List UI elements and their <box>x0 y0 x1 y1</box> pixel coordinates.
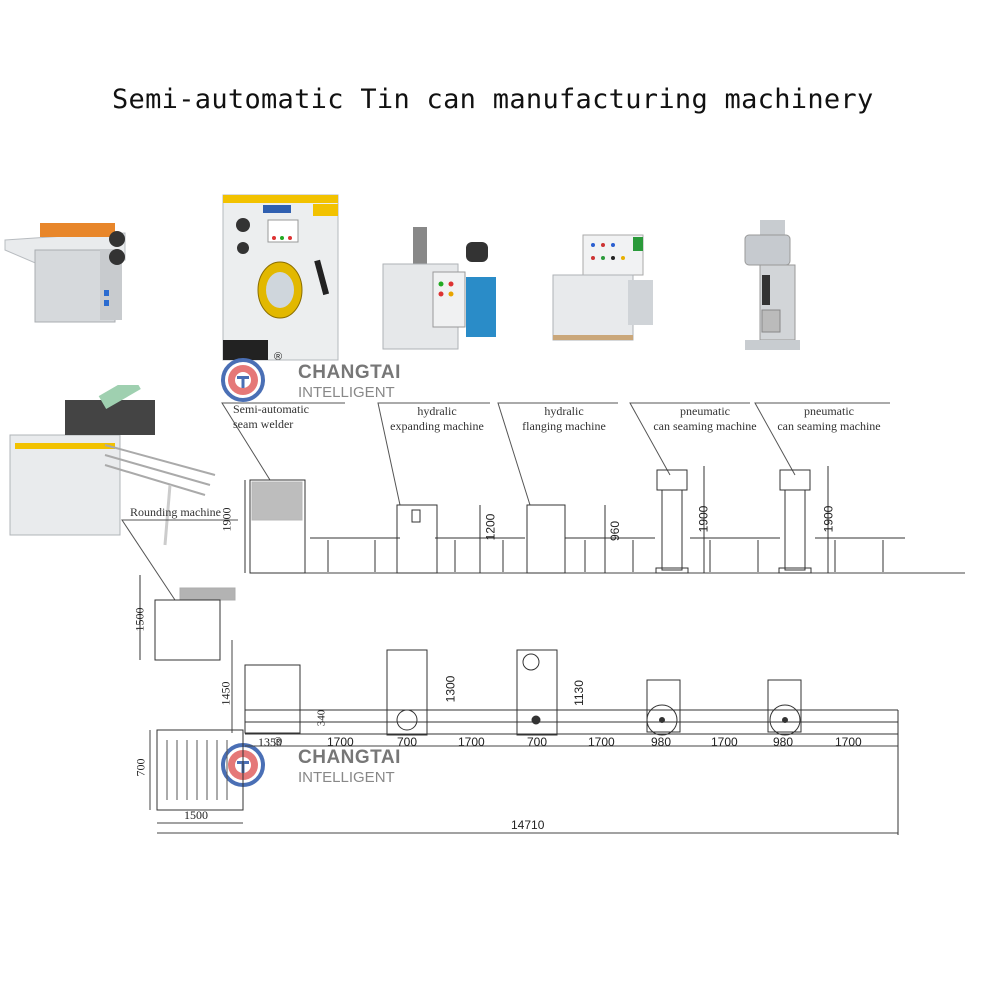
seamer-2-elevation <box>778 466 829 574</box>
dim-welder-plan-height: 1450 <box>218 681 233 706</box>
seamer-1-elevation <box>655 466 705 574</box>
label-can-seaming-machine-1: pneumatic can seaming machine <box>653 404 757 433</box>
brand-name: CHANGTAI <box>298 747 401 768</box>
label-expanding-machine: hydralic expanding machine <box>390 404 484 433</box>
dim-seamer-1-height: 1900 <box>696 505 711 533</box>
seamer-1-plan <box>646 679 681 736</box>
expanding-machine-photo <box>382 227 496 350</box>
brand-subtitle: INTELLIGENT <box>298 384 395 401</box>
elevation-view <box>139 466 965 661</box>
slitter-orange-guard <box>40 223 115 237</box>
flanger-plan <box>516 649 558 736</box>
callout-lines <box>121 402 890 601</box>
rounding-machine-photo <box>9 385 216 546</box>
label-rounding-machine: Rounding machine <box>130 505 221 519</box>
flanger-elevation <box>526 504 566 574</box>
dim-total-length: 14710 <box>511 818 545 832</box>
dim-table-depth: 700 <box>133 758 148 777</box>
dim-seamer-2-width: 980 <box>773 735 794 749</box>
dim-gap-3: 1700 <box>588 735 615 749</box>
dim-gap-5: 1700 <box>835 735 862 749</box>
expander-plan <box>386 649 428 736</box>
dim-expander-plan-height: 1300 <box>443 675 458 703</box>
registered-mark: ® <box>274 736 283 748</box>
dim-gap-4: 1700 <box>711 735 738 749</box>
dim-expander-height: 1200 <box>483 513 498 541</box>
dim-table-width: 1500 <box>184 808 208 822</box>
dim-gap-1: 1700 <box>327 735 354 749</box>
dim-expander-width: 700 <box>397 735 418 749</box>
brand-logo-icon <box>221 358 265 402</box>
dim-welder-offset: 340 <box>315 709 328 727</box>
dim-flanger-height: 960 <box>608 520 623 542</box>
page-title: Semi-automatic Tin can manufacturing mac… <box>112 84 874 115</box>
welder-plan <box>244 664 301 734</box>
feeding-table-plan <box>156 729 244 811</box>
dim-welder-height: 1900 <box>219 507 234 532</box>
label-can-seaming-machine-2: pneumatic can seaming machine <box>777 404 881 433</box>
conveyor-segments <box>310 537 905 572</box>
dim-rounder-height: 1500 <box>132 607 147 632</box>
plan-view <box>149 640 899 835</box>
dim-seamer-2-height: 1900 <box>821 505 836 533</box>
dim-seamer-1-width: 980 <box>651 735 672 749</box>
dim-flanger-width: 700 <box>527 735 548 749</box>
expander-elevation <box>396 504 438 574</box>
brand-subtitle: INTELLIGENT <box>298 769 395 786</box>
brand-name: CHANGTAI <box>298 362 401 383</box>
flanging-machine-photo <box>552 234 653 341</box>
brand-logo-top: CHANGTAI INTELLIGENT ® <box>218 351 401 405</box>
label-seam-welder: Semi-automatic seam welder <box>233 402 309 431</box>
label-flanging-machine: hydralic flanging machine <box>522 404 606 433</box>
registered-mark: ® <box>274 351 283 363</box>
dim-flanger-plan-height: 1130 <box>571 680 586 706</box>
dim-gap-2: 1700 <box>458 735 485 749</box>
seamer-2-plan <box>767 679 802 736</box>
rounder-elevation <box>139 575 236 661</box>
slitter-machine-photo <box>4 223 126 323</box>
seam-welder-photo <box>222 194 339 361</box>
welder-elevation <box>249 479 306 574</box>
can-seamer-photo <box>744 220 800 350</box>
dim-welder-width: 1350 <box>258 735 282 749</box>
